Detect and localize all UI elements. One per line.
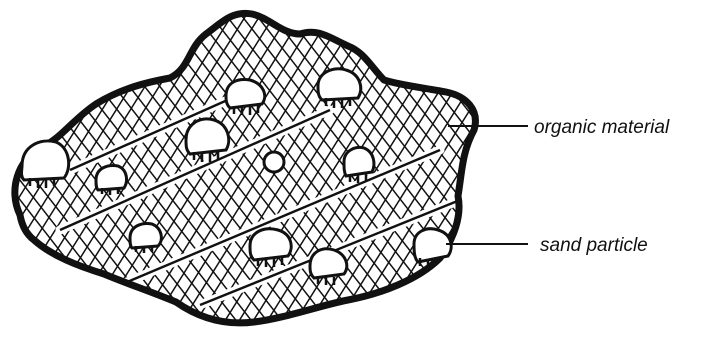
organic-material-label: organic material	[534, 117, 670, 138]
organic-material-mass	[0, 0, 500, 339]
sand-particle	[264, 152, 284, 172]
sand-particle-label: sand particle	[540, 235, 648, 256]
